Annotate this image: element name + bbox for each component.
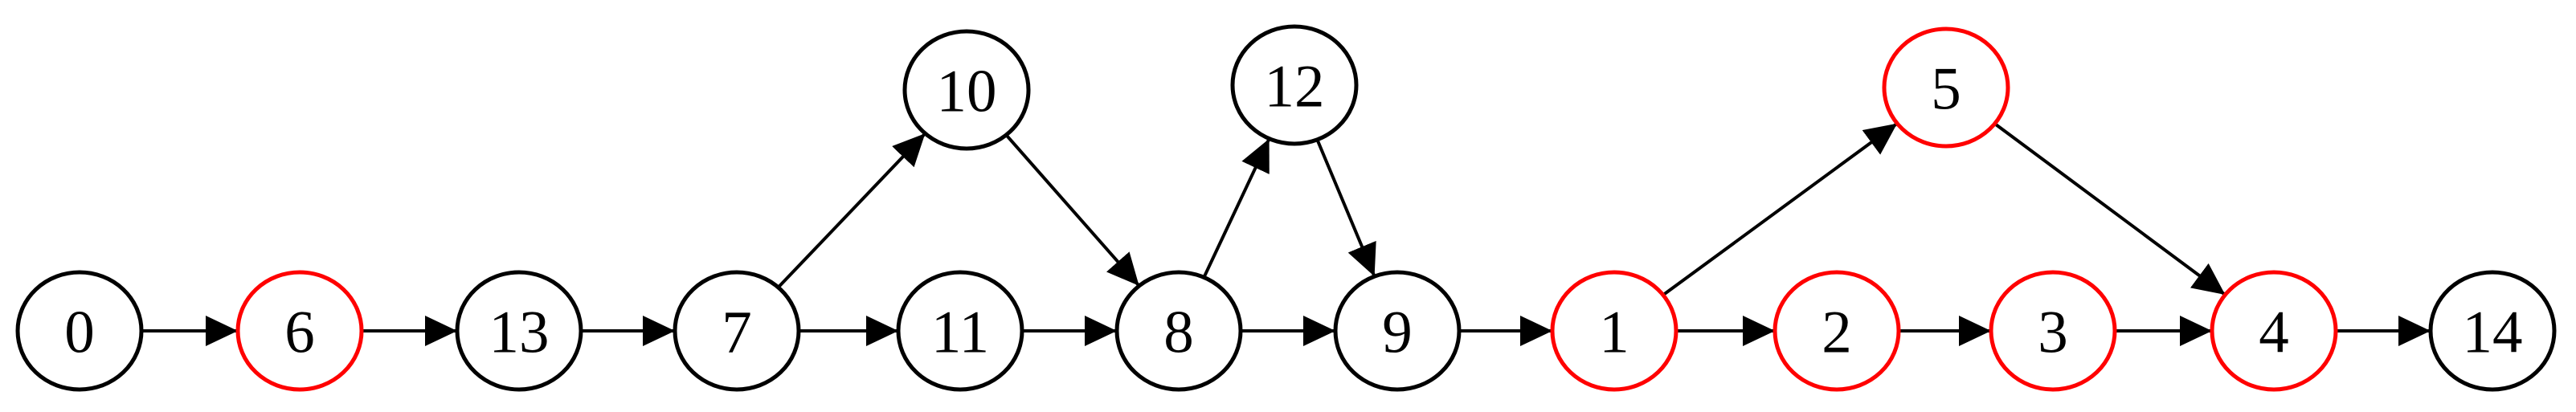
node-6-label: 6 <box>284 299 315 365</box>
node-4-label: 4 <box>2259 299 2289 365</box>
node-7-label: 7 <box>722 299 752 365</box>
node-2-circle <box>1773 270 1901 392</box>
node-14-circle <box>2428 270 2557 392</box>
node-0-label: 0 <box>64 299 95 365</box>
node-12-label: 12 <box>1265 53 1325 120</box>
node-9-label: 9 <box>1382 299 1413 365</box>
node-2-label: 2 <box>1822 299 1852 365</box>
node-3-circle <box>1989 270 2117 392</box>
node-10: 10 <box>902 29 1031 151</box>
edge-12-9 <box>1315 139 1376 277</box>
node-10-label: 10 <box>937 58 997 124</box>
node-1: 1 <box>1550 270 1678 392</box>
node-13-label: 13 <box>489 299 550 365</box>
node-3-label: 3 <box>2038 299 2068 365</box>
node-7: 7 <box>673 270 801 392</box>
node-14: 14 <box>2428 270 2557 392</box>
node-9: 9 <box>1333 270 1462 392</box>
node-14-label: 14 <box>2463 299 2523 365</box>
node-11-circle <box>896 270 1024 392</box>
node-12: 12 <box>1230 24 1359 146</box>
node-6: 6 <box>235 270 364 392</box>
node-8-label: 8 <box>1163 299 1194 365</box>
node-1-label: 1 <box>1599 299 1629 365</box>
node-0-circle <box>15 270 144 392</box>
node-8: 8 <box>1114 270 1243 392</box>
node-8-circle <box>1114 270 1243 392</box>
node-3: 3 <box>1989 270 2117 392</box>
node-2: 2 <box>1773 270 1901 392</box>
edge-10-8 <box>1004 133 1141 288</box>
node-11-label: 11 <box>931 299 989 365</box>
edge-5-4 <box>1993 122 2226 296</box>
edge-8-12 <box>1202 137 1271 279</box>
edges-layer <box>141 122 2431 346</box>
node-5-label: 5 <box>1931 55 1961 122</box>
node-13-circle <box>455 270 583 392</box>
node-4: 4 <box>2210 270 2338 392</box>
node-7-circle <box>673 270 801 392</box>
node-5-circle <box>1882 27 2010 149</box>
node-4-circle <box>2210 270 2338 392</box>
edge-7-10 <box>777 132 926 289</box>
node-13: 13 <box>455 270 583 392</box>
node-6-circle <box>235 270 364 392</box>
node-0: 0 <box>15 270 144 392</box>
node-5: 5 <box>1882 27 2010 149</box>
node-10-circle <box>902 29 1031 151</box>
node-11: 11 <box>896 270 1024 392</box>
node-12-circle <box>1230 24 1359 146</box>
edge-1-5 <box>1662 122 1899 296</box>
node-1-circle <box>1550 270 1678 392</box>
node-9-circle <box>1333 270 1462 392</box>
